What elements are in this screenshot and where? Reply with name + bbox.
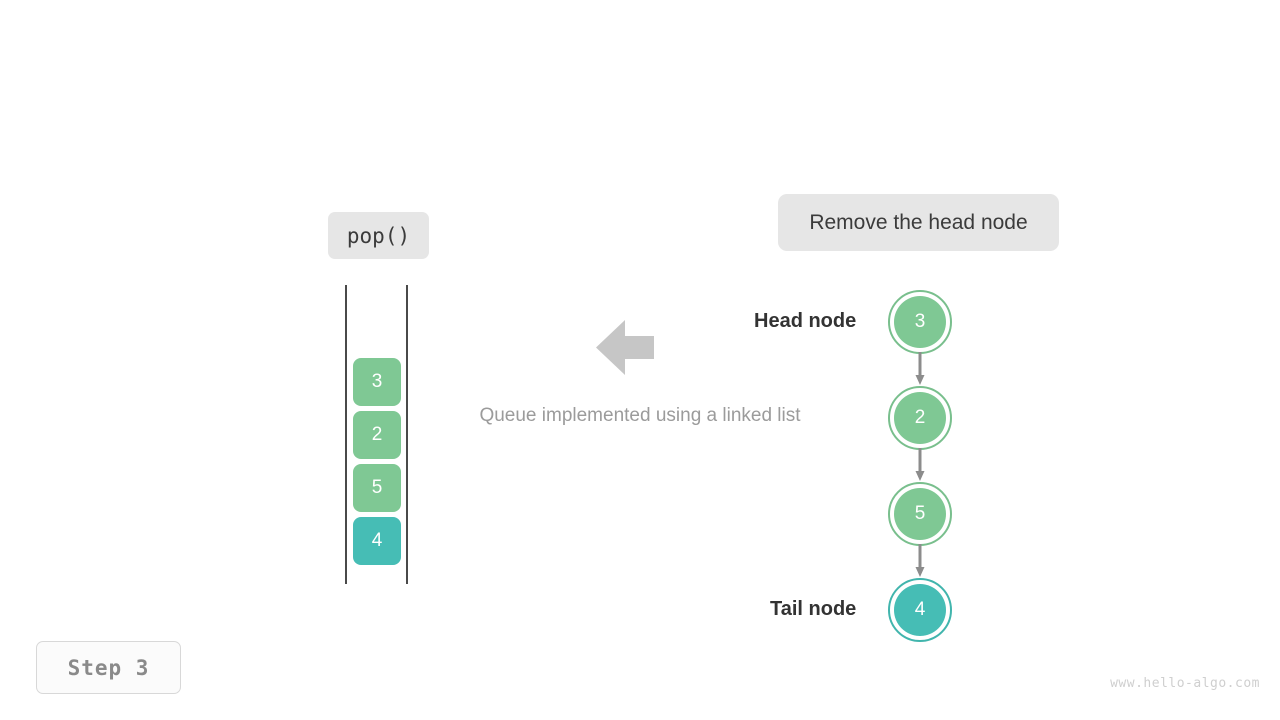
linked-list-node: 3: [888, 290, 952, 354]
operation-label: pop(): [328, 212, 429, 259]
queue-cell: 2: [353, 411, 401, 459]
queue-rail-right: [406, 285, 408, 584]
queue-cell: 5: [353, 464, 401, 512]
linked-list-node-value: 2: [894, 392, 946, 444]
step-badge: Step 3: [36, 641, 181, 694]
queue-rail-left: [345, 285, 347, 584]
queue-cell: 4: [353, 517, 401, 565]
action-caption: Remove the head node: [778, 194, 1059, 251]
queue-container: 3 2 5 4: [345, 285, 409, 584]
linked-list-arrow-icon: [915, 352, 925, 386]
watermark: www.hello-algo.com: [1110, 676, 1260, 691]
linked-list-node-value: 3: [894, 296, 946, 348]
linked-list-arrow-icon: [915, 544, 925, 578]
tail-node-label: Tail node: [770, 598, 857, 620]
head-node-label: Head node: [754, 310, 857, 332]
linked-list-node: 4: [888, 578, 952, 642]
arrow-left-icon: [596, 320, 654, 375]
linked-list-node-value: 5: [894, 488, 946, 540]
structure-caption: Queue implemented using a linked list: [479, 405, 801, 426]
linked-list-node: 2: [888, 386, 952, 450]
linked-list-arrow-icon: [915, 448, 925, 482]
queue-cell-stack: 3 2 5 4: [353, 358, 401, 565]
linked-list-node-value: 4: [894, 584, 946, 636]
linked-list-node: 5: [888, 482, 952, 546]
queue-cell: 3: [353, 358, 401, 406]
linked-list-diagram: 3 2 5 4: [886, 288, 954, 642]
